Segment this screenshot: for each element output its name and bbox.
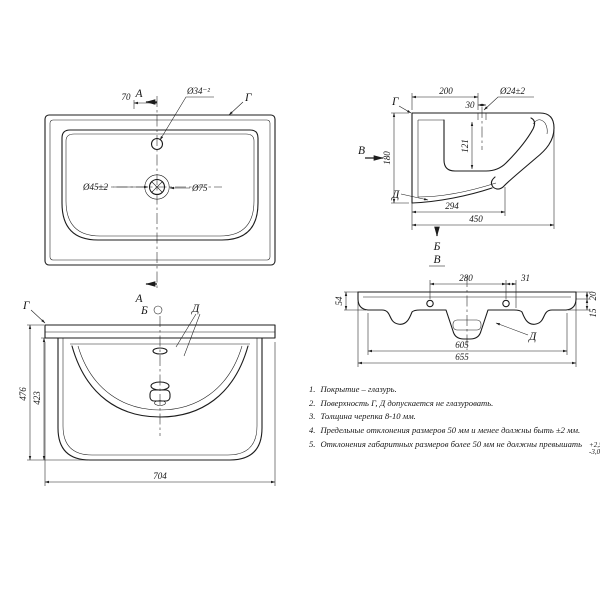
note-3-number: 3.	[309, 411, 316, 422]
dim-180: 180	[382, 151, 392, 165]
dim-70: 70	[122, 92, 132, 102]
notes-block: 1. Покрытие – глазурь. 2. Поверхность Г,…	[309, 384, 600, 460]
dim-30: 30	[465, 100, 476, 110]
ext-lines-right	[568, 291, 590, 311]
apron-inner	[62, 338, 258, 456]
tolerance-plus: +2,5%	[588, 440, 600, 449]
dim-655: 655	[455, 352, 469, 362]
leader-d24	[483, 96, 534, 111]
surface-label-g-side: Г	[391, 96, 399, 108]
dim-54: 54	[334, 296, 344, 306]
leader-g	[228, 101, 244, 116]
leaders-d-front	[175, 313, 201, 357]
view-label-b-front: Б	[140, 305, 148, 317]
surface-label-d-front: Д	[191, 303, 200, 315]
deck-and-front-profile	[411, 112, 555, 190]
faucet-hole-front	[152, 347, 168, 355]
tolerance-minus: -3,0%	[588, 448, 600, 457]
view-b-circle	[153, 305, 163, 315]
dim-d45: Ø45±2	[82, 182, 108, 192]
leader-d34	[159, 96, 214, 141]
note-1: 1. Покрытие – глазурь.	[309, 384, 595, 395]
basin-ledge	[65, 133, 255, 237]
shell-bottom-outer	[411, 187, 493, 204]
note-3-text: Толщина черепка 8-10 мм.	[320, 411, 416, 422]
note-5-number: 5.	[309, 438, 316, 449]
rim-inner	[49, 119, 271, 261]
note-5-text: Отклонения габаритных размеров более 50 …	[320, 438, 582, 449]
note-4-number: 4.	[309, 425, 316, 436]
leader-d-bottom	[495, 322, 529, 336]
dim-294: 294	[445, 201, 459, 211]
ext-lines-704	[44, 342, 276, 486]
surface-label-d-bottom: Д	[528, 331, 537, 343]
ext-lines-bottom	[411, 130, 555, 230]
top-view: А А 70 Ø34⁻² Г Ø45±2 Ø75	[44, 86, 276, 305]
note-2: 2. Поверхность Г, Д допускается не глазу…	[309, 398, 595, 409]
note-4-text: Предельные отклонения размеров 50 мм и м…	[320, 425, 581, 436]
bottom-view-title: В	[433, 254, 440, 266]
ext-lines-width	[357, 302, 577, 367]
basin-outline	[61, 129, 259, 241]
bowl-profile	[443, 117, 536, 172]
surface-label-g: Г	[244, 92, 252, 104]
note-1-number: 1.	[309, 384, 316, 394]
leader-g-front	[30, 309, 46, 324]
dim-200: 200	[439, 86, 453, 96]
note-1-text: Покрытие – глазурь.	[320, 384, 397, 394]
mounting-hole-left	[426, 299, 434, 308]
dim-121: 121	[460, 139, 470, 153]
dim-423: 423	[32, 391, 42, 405]
dim-d34: Ø34⁻²	[186, 86, 210, 96]
mounting-hole-right	[502, 299, 510, 308]
surface-label-g-front: Г	[22, 300, 30, 312]
note-2-number: 2.	[309, 397, 316, 408]
dim-280: 280	[459, 273, 473, 283]
ext-lines-54	[344, 291, 366, 311]
note-2-text: Поверхность Г, Д допускается не глазуров…	[320, 397, 494, 408]
note-3: 3. Толщина черепка 8-10 мм.	[309, 411, 595, 422]
dim-d75: Ø75	[191, 183, 208, 193]
surface-label-d-side: Д	[391, 189, 400, 201]
view-label-v: В	[358, 145, 365, 157]
dim-450: 450	[469, 214, 483, 224]
note-5-tolerance: +2,5% -3,0%	[588, 440, 600, 457]
dim-31: 31	[520, 273, 530, 283]
note-4: 4. Предельные отклонения размеров 50 мм …	[309, 425, 595, 436]
dim-704: 704	[153, 471, 167, 481]
front-view: Г Б Д 476 423 704	[18, 300, 276, 486]
dim-20: 20	[588, 291, 598, 301]
dim-d24: Ø24±2	[499, 86, 525, 96]
leader-g-side	[398, 105, 412, 114]
rim-outer	[44, 114, 276, 266]
dim-476: 476	[18, 387, 28, 401]
section-label-bottom: А	[134, 293, 143, 305]
side-section-view: 200 30 Ø24±2 180 121 294 450 Г Д В Б	[358, 86, 555, 253]
bottom-view: В 280 31 54 20 15 605 655 Д	[334, 254, 598, 367]
note-5: 5. Отклонения габаритных размеров более …	[309, 438, 600, 457]
section-label-top: А	[134, 88, 143, 100]
apron-outer	[57, 337, 263, 461]
front-rim-channel	[532, 119, 548, 135]
dim-605: 605	[455, 340, 469, 350]
dim-15: 15	[588, 308, 598, 318]
view-label-b: Б	[433, 241, 441, 253]
hole-through-deck	[477, 113, 487, 120]
leader-d-side	[400, 193, 429, 201]
shell-bottom-inner	[417, 182, 497, 198]
